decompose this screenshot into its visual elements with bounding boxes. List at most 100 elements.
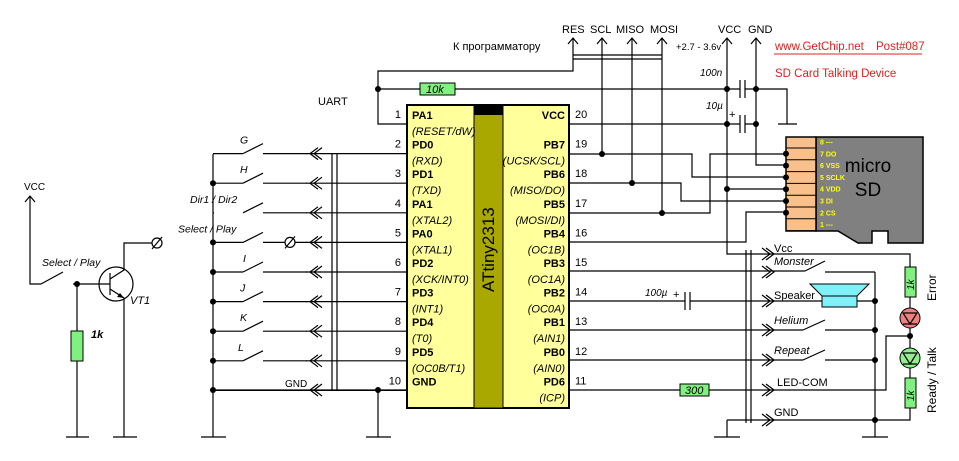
junction: [210, 180, 216, 187]
right-pin-name: PB6: [544, 169, 565, 181]
switch-label: L: [238, 342, 244, 354]
sd-pin-junction: [783, 162, 789, 169]
junction: [599, 151, 605, 157]
left-pin-name: PD2: [412, 258, 433, 270]
programmer-label: К программатору: [453, 41, 541, 53]
helium-label: Helium: [774, 315, 808, 327]
switch-helium[interactable]: [802, 319, 875, 331]
right-pin-number: 19: [575, 139, 587, 151]
resistor-10k-value: 10k: [426, 84, 444, 96]
right-pin-number: 17: [575, 198, 587, 210]
left-pin-name: GND: [412, 376, 437, 388]
switch-monster[interactable]: [804, 260, 875, 273]
chevron-icons: [761, 247, 775, 427]
speaker-icon: [808, 283, 871, 308]
junction: [210, 328, 216, 335]
left-switch-bank: GND: [201, 154, 407, 438]
left-pin-name: PA1: [412, 199, 433, 211]
chevron-icon: [309, 324, 323, 338]
transistor-switch-label: Select / Play: [42, 257, 101, 269]
left-pin-alt: (OC0B/T1): [412, 363, 466, 375]
switch-repeat[interactable]: [802, 349, 875, 361]
left-pin-number: 7: [395, 287, 401, 299]
junction: [210, 269, 216, 275]
site-link[interactable]: www.GetChip.net: [774, 41, 865, 53]
resistor-1k-value: 1k: [91, 329, 104, 341]
switch-label: H: [240, 164, 248, 176]
left-pin-name: PD1: [412, 169, 433, 181]
credits: www.GetChip.net Post#087 SD Card Talking…: [774, 41, 925, 80]
resistor-300-value: 300: [685, 385, 704, 397]
uart-label: UART: [318, 96, 348, 108]
junction: [629, 180, 635, 186]
cap-100n-label: 100n: [700, 68, 723, 79]
vcc-connector-label: Vcc: [774, 243, 793, 255]
junction: [210, 298, 216, 305]
switch-select-play[interactable]: Select / Play: [178, 223, 323, 249]
left-pin-name: PD5: [412, 347, 433, 359]
programmer-wires: [377, 38, 911, 267]
left-pin-alt: (XTAL1): [412, 244, 452, 256]
sd-pin-label: 1 ---: [820, 222, 834, 229]
right-pin-name: PB5: [544, 199, 565, 211]
switch-h[interactable]: H: [210, 164, 323, 190]
transistor-vcc-label: VCC: [24, 182, 45, 193]
resistor-error: [904, 266, 917, 298]
junction: [74, 281, 80, 287]
right-pin-name: PB4: [544, 228, 566, 240]
sd-title-micro: micro: [845, 156, 891, 177]
left-pin-alt: (TXD): [412, 185, 442, 197]
junction: [753, 121, 759, 127]
sd-pin-junction: [783, 209, 789, 216]
junction: [375, 86, 381, 92]
left-pin-number: 2: [395, 139, 401, 151]
transistor-circuit: VCC Select / Play 1k VT1: [24, 182, 163, 438]
switch-i[interactable]: I: [210, 253, 323, 279]
switch-l[interactable]: L: [210, 342, 323, 368]
left-pin-number: 4: [395, 198, 401, 210]
right-pin-alt: (ICP): [539, 392, 565, 404]
right-pin-number: 16: [575, 227, 587, 239]
left-bus: [201, 154, 391, 438]
junction: [210, 357, 216, 364]
left-pin-number: 9: [395, 346, 401, 358]
right-pin-number: 15: [575, 257, 587, 269]
gnd-label: GND: [748, 24, 773, 36]
junction: [724, 86, 730, 92]
left-pin-alt: (XTAL2): [412, 215, 452, 227]
left-pin-number: 10: [389, 375, 401, 387]
left-gnd-label: GND: [285, 379, 307, 390]
left-pin-name: PD3: [412, 288, 433, 300]
switch-select-play[interactable]: [40, 271, 110, 438]
left-pin-name: PD4: [412, 317, 434, 329]
left-pin-name: PA0: [412, 228, 433, 240]
switch-k[interactable]: K: [210, 312, 323, 338]
left-pin-alt: (XCK/INT0): [412, 274, 469, 286]
switch-g[interactable]: G: [213, 135, 323, 161]
left-pin-number: 8: [395, 316, 401, 328]
chevron-icon: [309, 206, 323, 220]
repeat-label: Repeat: [774, 345, 810, 357]
sd-pin-junction: [783, 198, 789, 204]
right-pin-name: PB0: [544, 347, 565, 359]
left-pin-alt: (T0): [412, 333, 433, 345]
attiny2313-chip: ATtiny2313: [406, 104, 570, 409]
chevron-icon: [309, 235, 323, 249]
sd-pin-label: 3 DI: [820, 199, 833, 206]
switch-dir1-dir2[interactable]: Dir1 / Dir2: [190, 194, 323, 220]
speaker-label: Speaker: [774, 290, 815, 302]
ground-wires: [714, 272, 888, 438]
miso-label: MISO: [616, 24, 645, 36]
capacitors: [727, 80, 756, 133]
right-pin-name: VCC: [542, 110, 565, 122]
led-error-icon: [899, 307, 921, 329]
switch-j[interactable]: J: [210, 283, 323, 309]
junction: [724, 186, 730, 192]
switch-label: K: [240, 312, 248, 324]
junction: [659, 210, 665, 216]
resistor-ready-value: 1k: [906, 389, 917, 401]
junction: [872, 417, 878, 423]
device-title: SD Card Talking Device: [775, 68, 896, 80]
sd-pin-label: 5 SCLK: [820, 175, 845, 182]
sd-pin-junction: [783, 150, 789, 157]
